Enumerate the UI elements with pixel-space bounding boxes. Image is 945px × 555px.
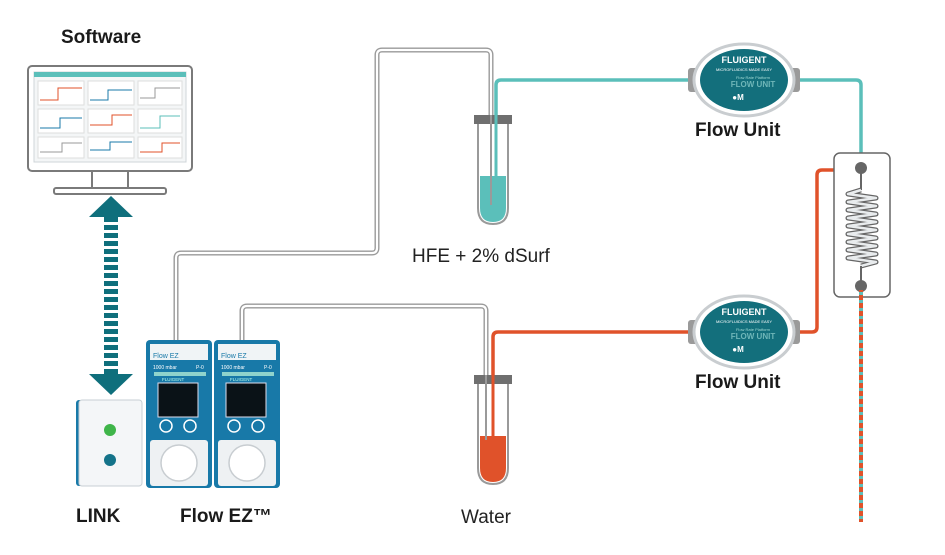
software-label: Software — [61, 27, 142, 48]
flow-unit-tagline-top: MICROFLUIDICS MADE EASY — [716, 67, 772, 72]
ez-range-text-1: 1000 mbar — [153, 365, 177, 371]
pressure-tube-top — [173, 47, 494, 340]
microfluidic-chip — [833, 152, 891, 298]
ez-model-text-1: Flow EZ — [153, 353, 179, 360]
flow-unit-top-label: Flow Unit — [695, 120, 781, 141]
flow-unit-subline-top: Flow Rate Platform — [736, 75, 771, 80]
ez-brand-text-1: FLUIGENT — [162, 377, 185, 382]
orange-tube — [491, 168, 861, 445]
chip-inlet-port — [855, 162, 867, 174]
reservoir-top-label: HFE + 2% dSurf — [412, 246, 550, 267]
link-device — [76, 399, 143, 487]
ez-model-text-2: Flow EZ — [221, 353, 247, 360]
flow-unit-bottom — [688, 294, 800, 370]
flow-unit-logo-bottom: ●M — [732, 345, 744, 354]
link-label: LINK — [76, 506, 121, 527]
flow-unit-logo-top: ●M — [732, 93, 744, 102]
ez-code-text-2: P-0 — [264, 365, 272, 371]
ez-brand-text-2: FLUIGENT — [230, 377, 253, 382]
flow-unit-subline-bottom: Flow Rate Platform — [736, 327, 771, 332]
monitor-icon — [27, 65, 193, 195]
link-status-led-green — [104, 424, 116, 436]
flow-ez-device-1 — [146, 340, 212, 488]
flow-unit-tagline-bottom: MICROFLUIDICS MADE EASY — [716, 319, 772, 324]
teal-tube — [494, 78, 863, 208]
flow-unit-bottom-label: Flow Unit — [695, 372, 781, 393]
flow-unit-brand-bottom: FLUIGENT — [722, 307, 767, 317]
reservoir-bottom-label: Water — [461, 507, 511, 528]
flow-unit-product-top: FLOW UNIT — [731, 80, 776, 89]
bidirectional-arrow-icon — [89, 196, 133, 395]
flow-unit-brand-top: FLUIGENT — [722, 55, 767, 65]
ez-range-text-2: 1000 mbar — [221, 365, 245, 371]
reservoir-top — [474, 115, 512, 226]
flow-ez-label: Flow EZ™ — [180, 506, 272, 527]
flow-unit-top — [688, 42, 800, 118]
flow-ez-device-2 — [214, 340, 280, 488]
chip-outlet-port — [855, 280, 867, 292]
flow-unit-product-bottom: FLOW UNIT — [731, 332, 776, 341]
link-status-led-teal — [104, 454, 116, 466]
ez-code-text-1: P-0 — [196, 365, 204, 371]
